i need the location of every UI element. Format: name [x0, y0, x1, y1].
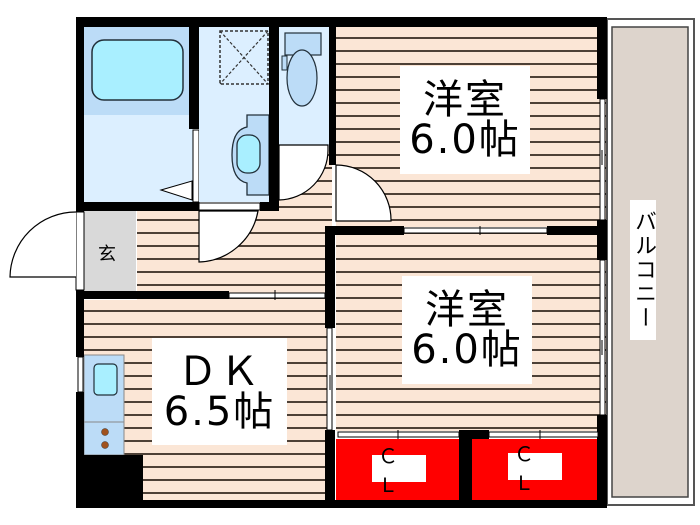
entrance — [9, 210, 136, 294]
room-name: 洋室 — [425, 287, 509, 333]
entrance-label: 玄 — [98, 244, 116, 265]
kitchen-counter — [83, 354, 143, 501]
washroom — [199, 27, 270, 202]
room-size: 6.0帖 — [409, 117, 521, 163]
room-size: 6.5帖 — [163, 388, 276, 435]
windows — [77, 98, 606, 439]
closet-1-label: ＣＬ — [372, 444, 426, 497]
balcony-label: バルコニー — [630, 200, 656, 340]
room-name: 洋室 — [423, 77, 507, 123]
balcony — [606, 18, 695, 506]
bathroom — [84, 27, 200, 203]
doors — [198, 144, 392, 263]
western-room-2-label: 洋室 6.0帖 — [402, 276, 532, 384]
western-room-1-label: 洋室 6.0帖 — [400, 66, 530, 174]
closet-2-label: ＣＬ — [508, 442, 562, 495]
dining-kitchen-label: ＤＫ 6.5帖 — [152, 338, 287, 445]
room-name: ＤＫ — [177, 348, 262, 395]
walls — [76, 17, 607, 508]
toilet — [279, 27, 329, 145]
room-size: 6.0帖 — [411, 327, 523, 373]
